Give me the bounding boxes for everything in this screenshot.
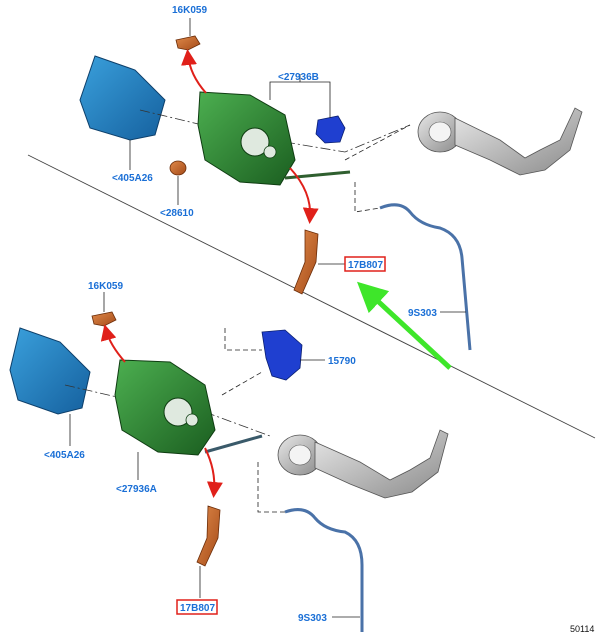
top-housing-hole	[263, 145, 277, 159]
top-fuel-door	[79, 55, 166, 141]
label-top-17b807: 17B807	[348, 260, 383, 271]
label-bottom-16k059: 16K059	[88, 281, 123, 292]
bottom-assembly: 16K059 15790 <405A26 <27936A 17B807 9S30…	[9, 281, 449, 632]
top-clip-28610	[169, 160, 187, 176]
label-bottom-405a26: <405A26	[44, 450, 85, 461]
label-top-405a26: <405A26	[112, 173, 153, 184]
green-highlight-arrow	[356, 281, 452, 370]
bottom-actuator-15790	[261, 329, 303, 381]
bottom-filler-neck	[277, 429, 449, 499]
label-top-16k059: 16K059	[172, 5, 207, 16]
bottom-tube-9s303	[284, 508, 364, 632]
bottom-fuel-door	[9, 327, 91, 415]
top-part-16k059	[175, 35, 201, 51]
top-arrow-to-17b807	[289, 167, 319, 224]
top-assembly: 16K059 <27936B <405A26 <28610 17B807 9S3…	[79, 5, 583, 370]
section-divider-line	[27, 154, 596, 439]
bottom-drain-tube	[204, 434, 263, 454]
top-drain-tube	[284, 170, 351, 180]
top-centerline	[139, 109, 411, 153]
bottom-part-16k059	[91, 311, 117, 327]
top-arrow-to-16k059	[181, 49, 207, 94]
diagram-reference-number: 50114	[570, 624, 594, 634]
bottom-actuator-dash	[221, 328, 263, 396]
bottom-17b807-highlight-box	[176, 599, 218, 615]
top-actuator	[315, 115, 346, 144]
label-bottom-15790: 15790	[328, 356, 356, 367]
bottom-neck-dash	[257, 462, 285, 513]
label-bottom-9s303: 9S303	[298, 613, 327, 624]
bottom-housing-hole	[185, 413, 199, 427]
label-top-27936b: <27936B	[278, 72, 319, 83]
top-17b807-highlight-box	[344, 256, 386, 272]
top-neck-dash	[344, 124, 411, 213]
label-bottom-17b807: 17B807	[180, 603, 215, 614]
mid-tube-9s303	[379, 203, 472, 351]
label-mid-9s303: 9S303	[408, 308, 437, 319]
top-housing-opening	[240, 127, 270, 157]
bottom-part-17b807	[196, 505, 221, 567]
label-top-28610: <28610	[160, 208, 194, 219]
bottom-arrow-to-17b807	[204, 447, 223, 498]
top-part-17b807	[293, 229, 319, 295]
bottom-housing-opening	[163, 397, 193, 427]
label-bottom-27936a: <27936A	[116, 484, 157, 495]
top-27936b-bracket	[269, 74, 331, 118]
top-filler-neck	[417, 107, 583, 176]
bottom-arrow-to-16k059	[100, 324, 126, 363]
